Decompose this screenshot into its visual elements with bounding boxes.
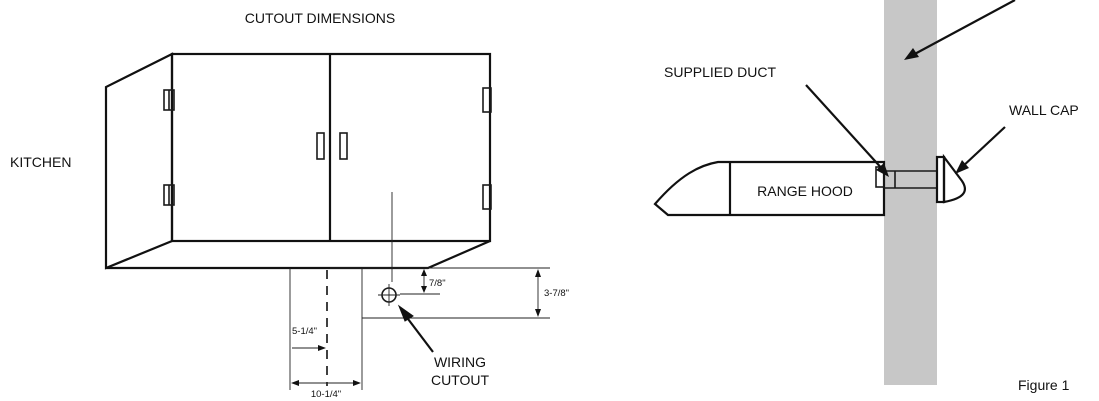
cabinet-side-panel: [104, 52, 174, 270]
dim-vertical-total-text: 3-7/8": [544, 288, 569, 299]
dimension-horizontal-half: [292, 345, 326, 351]
wall-cap-arrow: [955, 126, 1006, 174]
kitchen-label: KITCHEN: [10, 154, 71, 170]
supplied-duct-label: SUPPLIED DUCT: [664, 64, 776, 80]
wiring-cutout-icon: [378, 284, 400, 306]
dimension-top-offset: [400, 269, 440, 295]
wall: [884, 0, 937, 385]
wall-pointer-arrow: [904, 0, 1016, 60]
cabinet-diagram: CUTOUT DIMENSIONS KITCHEN: [10, 10, 569, 400]
dim-horizontal-total-text: 10-1/4": [311, 389, 341, 400]
dimension-vertical-total: [535, 269, 541, 317]
cabinet-outline: [104, 52, 492, 270]
wiring-callout-arrow: [397, 304, 434, 353]
supplied-duct-arrow: [805, 84, 889, 177]
hinge-icon: [482, 87, 492, 113]
cabinet-hardware: [163, 87, 492, 210]
dimension-horizontal-total: [291, 380, 361, 386]
wiring-label: WIRING: [434, 354, 486, 370]
duct-diagram: RANGE HOOD SUPPLIED DUCT WALL CAP: [653, 0, 1079, 385]
figure-label: Figure 1: [1018, 377, 1070, 393]
hinge-icon: [482, 184, 492, 210]
cutout-guides: [289, 267, 550, 390]
duct-pipe: [884, 170, 937, 189]
range-hood-label: RANGE HOOD: [757, 183, 853, 199]
door-handle-icon: [316, 132, 325, 160]
dim-horizontal-half-text: 5-1/4": [292, 326, 317, 337]
cutout-label: CUTOUT: [431, 372, 490, 388]
wall-cap-label: WALL CAP: [1009, 102, 1079, 118]
dim-top-offset-text: 7/8": [429, 278, 446, 289]
cutout-dimensions-title: CUTOUT DIMENSIONS: [245, 10, 395, 26]
door-handle-icon: [339, 132, 348, 160]
wall-cap-icon: [935, 153, 966, 204]
